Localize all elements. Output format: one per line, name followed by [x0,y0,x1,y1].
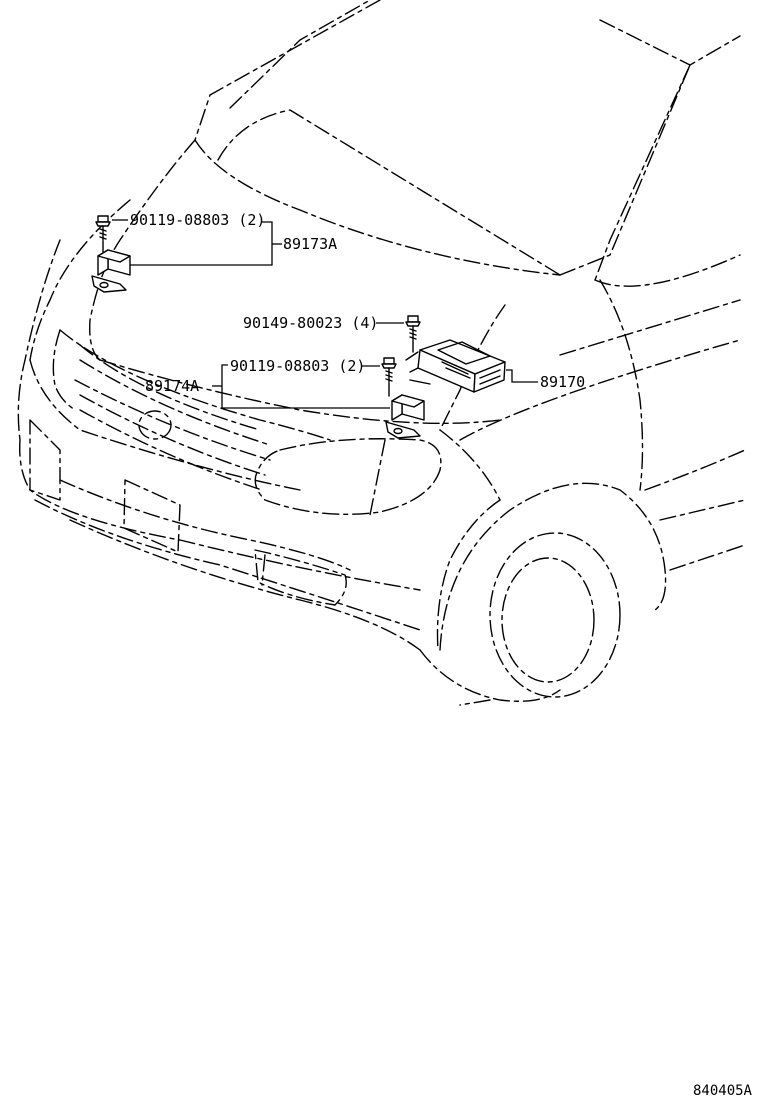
airbag-ecu-label: 89170 [540,373,585,391]
front-sensor-left [91,215,131,293]
reference-code: 840405A [693,1083,753,1099]
front-sensor-left-label: 89173A [283,235,337,253]
front-sensor-right [381,357,425,439]
vehicle-outline [17,0,746,706]
leader-lines [112,219,538,409]
bolt-front-label: 90119-08803 (2) [130,211,265,229]
bolt-ecu-label: 90149-80023 (4) [243,314,378,332]
front-sensor-right-label: 89174A [145,377,199,395]
airbag-ecu [405,315,506,393]
bolt-right-label: 90119-08803 (2) [230,357,365,375]
